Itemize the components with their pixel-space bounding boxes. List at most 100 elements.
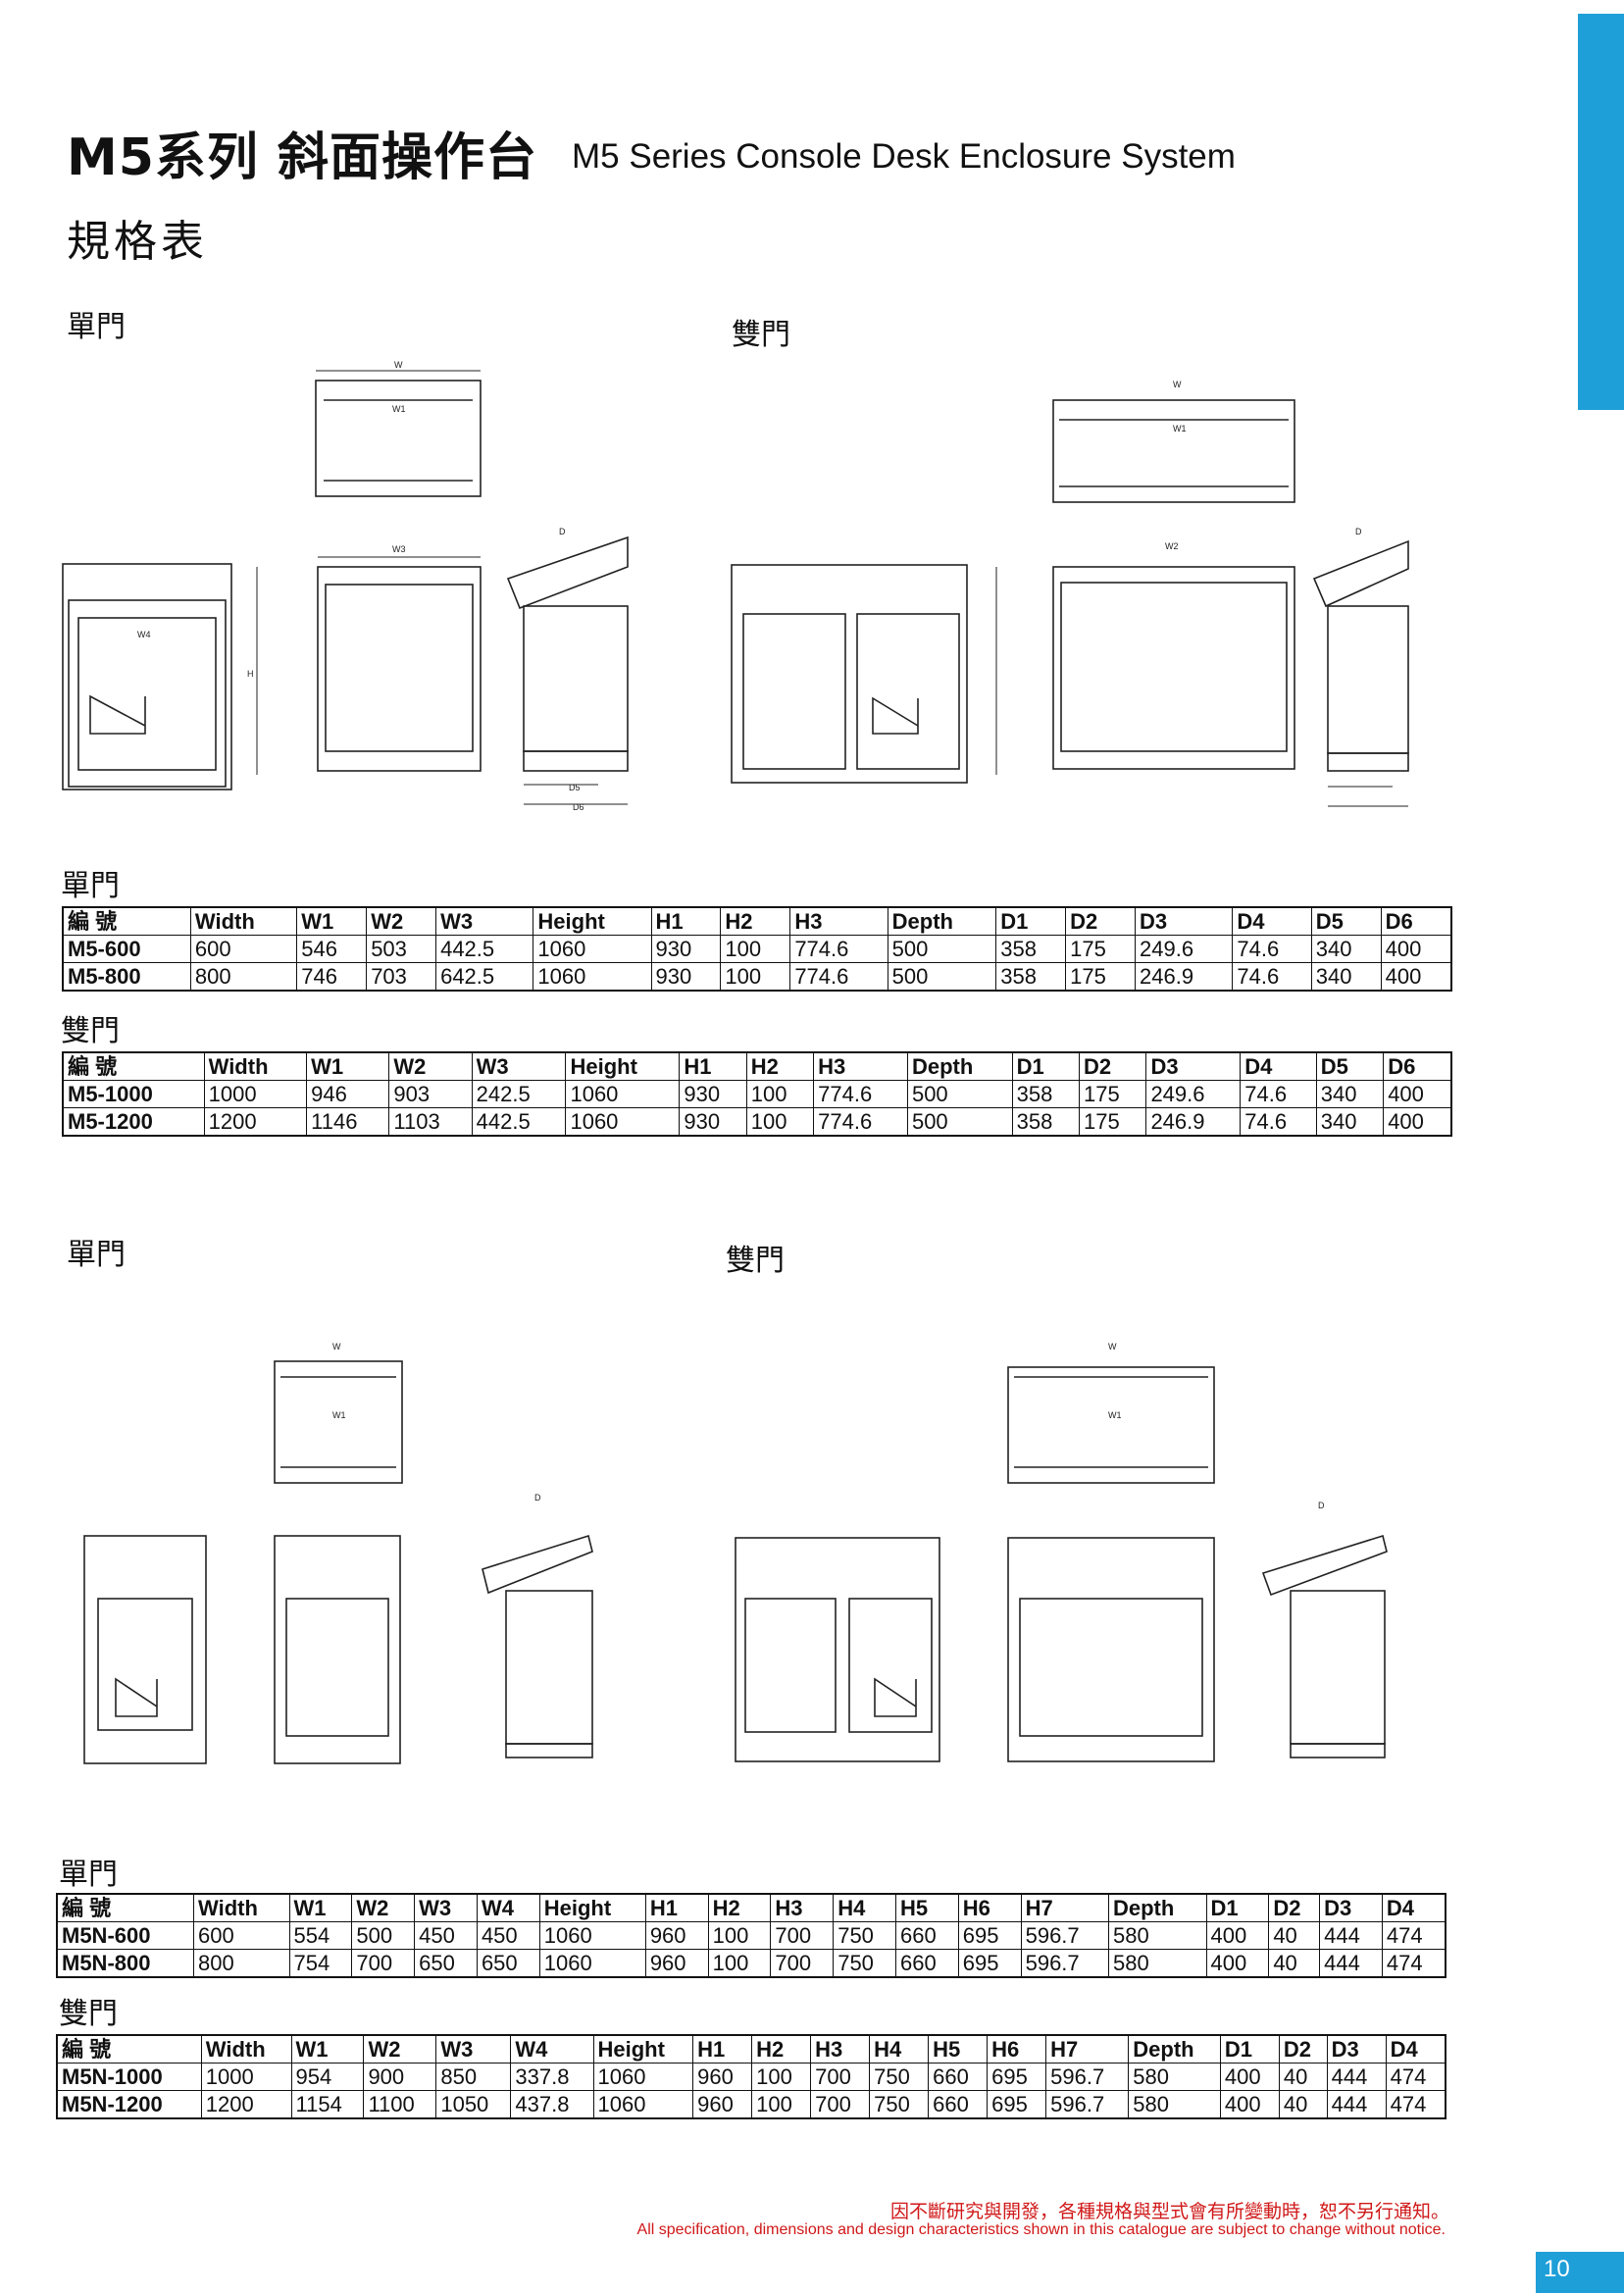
header-cell: H3	[770, 1893, 835, 1922]
header-cell: H7	[1045, 2034, 1130, 2064]
value-cell: 40	[1268, 1949, 1321, 1978]
value-cell: 100	[707, 1949, 772, 1978]
drawing-m5n-double-side	[1261, 1534, 1388, 1758]
value-cell: 474	[1381, 1949, 1446, 1978]
value-cell: 642.5	[435, 962, 534, 992]
value-cell: 750	[869, 2090, 930, 2119]
dim-label-d-n-double: D	[1318, 1501, 1325, 1510]
header-cell: H4	[833, 1893, 896, 1922]
header-cell: H2	[720, 906, 791, 936]
page-title-en: M5 Series Console Desk Enclosure System	[572, 137, 1236, 176]
value-cell: 400	[1205, 1921, 1270, 1950]
drawing-m5n-double-side-front	[1007, 1537, 1215, 1762]
value-cell: 1060	[533, 962, 652, 992]
value-cell: 1154	[290, 2090, 365, 2119]
value-cell: 700	[810, 2090, 871, 2119]
dim-label-d5: D5	[569, 783, 581, 792]
value-cell: 746	[296, 962, 368, 992]
value-cell: 600	[193, 1921, 290, 1950]
value-cell: 100	[720, 935, 791, 963]
header-cell: Depth	[906, 1051, 1013, 1081]
header-cell: W3	[471, 1051, 567, 1081]
header-cell: D6	[1380, 906, 1452, 936]
dim-label-w4: W4	[137, 630, 151, 639]
header-cell: 編 號	[62, 1051, 205, 1081]
header-cell: W1	[296, 906, 368, 936]
model-cell: M5-600	[62, 935, 191, 963]
drawing-m5-single-top	[315, 370, 482, 497]
value-cell: 400	[1380, 935, 1452, 963]
drawing-m5-double-top	[1052, 399, 1295, 503]
value-cell: 800	[189, 962, 298, 992]
header-cell: H3	[813, 1051, 908, 1081]
drawing-m5n-single-side	[482, 1534, 593, 1758]
value-cell: 400	[1219, 2090, 1280, 2119]
header-cell: W4	[476, 1893, 540, 1922]
header-cell: D1	[1219, 2034, 1280, 2064]
header-cell: Width	[189, 906, 298, 936]
value-cell: 930	[679, 1107, 747, 1137]
header-cell: Depth	[1107, 1893, 1207, 1922]
value-cell: 358	[995, 935, 1067, 963]
value-cell: 74.6	[1232, 935, 1312, 963]
value-cell: 650	[476, 1949, 540, 1978]
dim-label-w1-n: W1	[332, 1410, 346, 1420]
section-label-single-1: 單門	[67, 310, 126, 344]
value-cell: 1100	[363, 2090, 437, 2119]
header-cell: W3	[435, 906, 534, 936]
drawing-m5n-single-front	[83, 1535, 207, 1764]
value-cell: 546	[296, 935, 368, 963]
header-cell: H6	[987, 2034, 1047, 2064]
header-cell: D3	[1145, 1051, 1242, 1081]
value-cell: 960	[692, 2063, 753, 2091]
drawing-m5-single-side-front	[256, 556, 482, 775]
header-cell: Depth	[887, 906, 997, 936]
header-cell: D3	[1135, 906, 1234, 936]
table-label-m5n-double: 雙門	[59, 1997, 118, 2031]
footer-notice-cn: 因不斷研究與開發，各種規格與型式會有所變動時，恕不另行通知。	[889, 2201, 1449, 2222]
value-cell: 400	[1205, 1949, 1270, 1978]
drawing-m5n-double-top	[1007, 1366, 1215, 1484]
value-cell: 1060	[565, 1107, 681, 1137]
value-cell: 450	[414, 1921, 478, 1950]
value-cell: 754	[288, 1949, 353, 1978]
value-cell: 444	[1326, 2063, 1387, 2091]
header-cell: H1	[650, 906, 722, 936]
header-cell: Depth	[1128, 2034, 1221, 2064]
value-cell: 596.7	[1045, 2063, 1130, 2091]
model-cell: M5-800	[62, 962, 191, 992]
header-cell: Width	[200, 2034, 292, 2064]
value-cell: 1146	[306, 1107, 390, 1137]
value-cell: 930	[650, 935, 722, 963]
value-cell: 1050	[435, 2090, 512, 2119]
value-cell: 774.6	[813, 1107, 908, 1137]
value-cell: 930	[679, 1080, 747, 1108]
value-cell: 703	[366, 962, 437, 992]
header-cell: D5	[1315, 1051, 1385, 1081]
value-cell: 774.6	[789, 962, 888, 992]
value-cell: 40	[1268, 1921, 1321, 1950]
header-cell: W3	[435, 2034, 512, 2064]
value-cell: 400	[1219, 2063, 1280, 2091]
value-cell: 946	[306, 1080, 390, 1108]
model-cell: M5N-1200	[56, 2090, 202, 2119]
drawing-m5-single-side	[506, 535, 629, 805]
value-cell: 340	[1315, 1107, 1385, 1137]
header-cell: D2	[1268, 1893, 1321, 1922]
page-number-box	[1536, 2252, 1624, 2293]
value-cell: 358	[1011, 1107, 1081, 1137]
value-cell: 400	[1380, 962, 1452, 992]
header-cell: H2	[707, 1893, 772, 1922]
value-cell: 660	[928, 2090, 989, 2119]
header-cell: W1	[290, 2034, 365, 2064]
value-cell: 750	[869, 2063, 930, 2091]
header-cell: W2	[366, 906, 437, 936]
value-cell: 774.6	[813, 1080, 908, 1108]
header-cell: D2	[1065, 906, 1137, 936]
